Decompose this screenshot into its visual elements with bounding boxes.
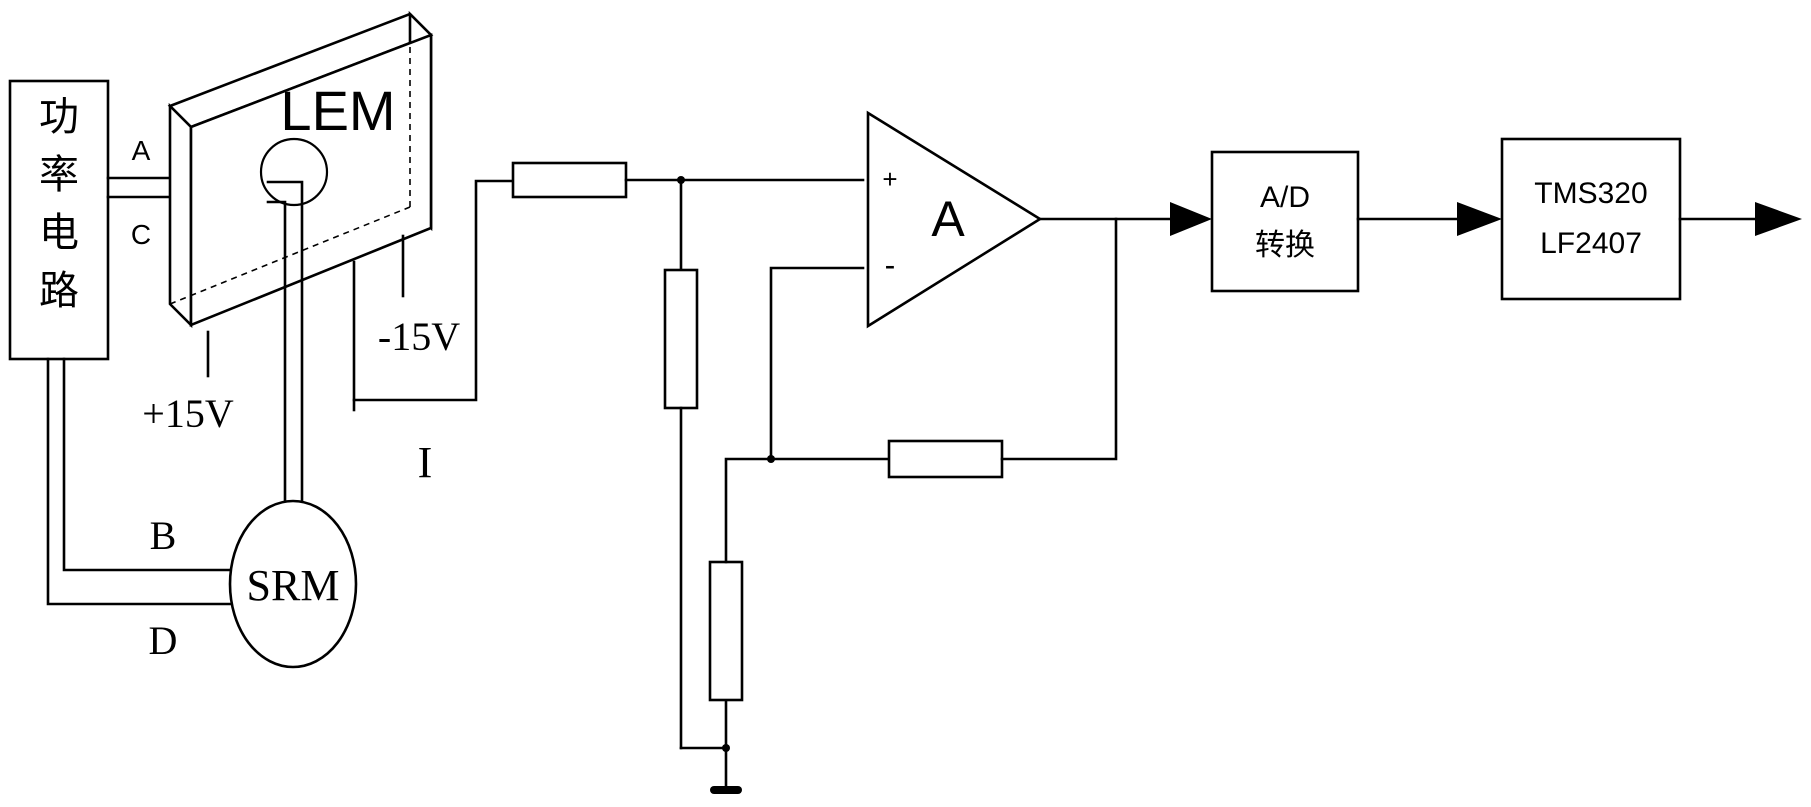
- dsp-output-wire: [1678, 202, 1802, 236]
- feedback-network: [767, 217, 1118, 479]
- power-circuit-char-2: 率: [39, 153, 79, 197]
- lem-sensor: LEM: [167, 10, 434, 329]
- sensor-winding: [266, 180, 304, 507]
- sensor-aperture: [259, 137, 329, 207]
- supply-pins: +15V -15V: [142, 234, 460, 436]
- phase-ac-wires: A C: [106, 135, 174, 250]
- dsp-label-line1: TMS320: [1534, 177, 1647, 210]
- dsp-label-line2: LF2407: [1540, 227, 1642, 260]
- power-circuit-char-1: 功: [39, 95, 79, 139]
- phase-bd-wires: B D: [46, 357, 240, 663]
- srm-motor: SRM: [228, 499, 358, 669]
- phase-d-label: D: [149, 618, 178, 663]
- output-current-label: I: [418, 438, 433, 487]
- plus-15v-label: +15V: [142, 391, 234, 436]
- lem-label: LEM: [280, 79, 395, 142]
- divider-resistor: [663, 268, 699, 410]
- opamp-minus-sign: -: [885, 247, 896, 283]
- ground-symbol: [710, 786, 742, 794]
- power-circuit-char-4: 路: [39, 269, 79, 313]
- opamp-plus-sign: +: [882, 164, 897, 194]
- srm-label: SRM: [247, 561, 340, 610]
- feedback-resistor: [887, 439, 1004, 479]
- power-circuit-block: 功 率 电 路: [8, 79, 110, 361]
- ad-converter-block: A/D 转换: [1210, 150, 1360, 293]
- sensor-output-wire: I: [352, 179, 515, 487]
- phase-b-label: B: [150, 513, 177, 558]
- minus-15v-label: -15V: [378, 314, 460, 359]
- op-amp: + - A: [866, 110, 1043, 329]
- adc-to-dsp-wire: [1356, 202, 1502, 236]
- power-circuit-char-3: 电: [39, 211, 79, 255]
- ground-path: [708, 457, 773, 794]
- adc-label-line2: 转换: [1255, 229, 1315, 262]
- phase-c-label: C: [131, 219, 151, 250]
- opamp-label: A: [931, 191, 965, 247]
- ground-resistor: [708, 560, 744, 702]
- input-resistor: [511, 161, 628, 199]
- dsp-block: TMS320 LF2407: [1500, 137, 1682, 301]
- opamp-output-wire: [1038, 202, 1212, 236]
- phase-a-label: A: [132, 135, 151, 166]
- adc-label-line1: A/D: [1260, 181, 1310, 214]
- input-network: [511, 161, 865, 752]
